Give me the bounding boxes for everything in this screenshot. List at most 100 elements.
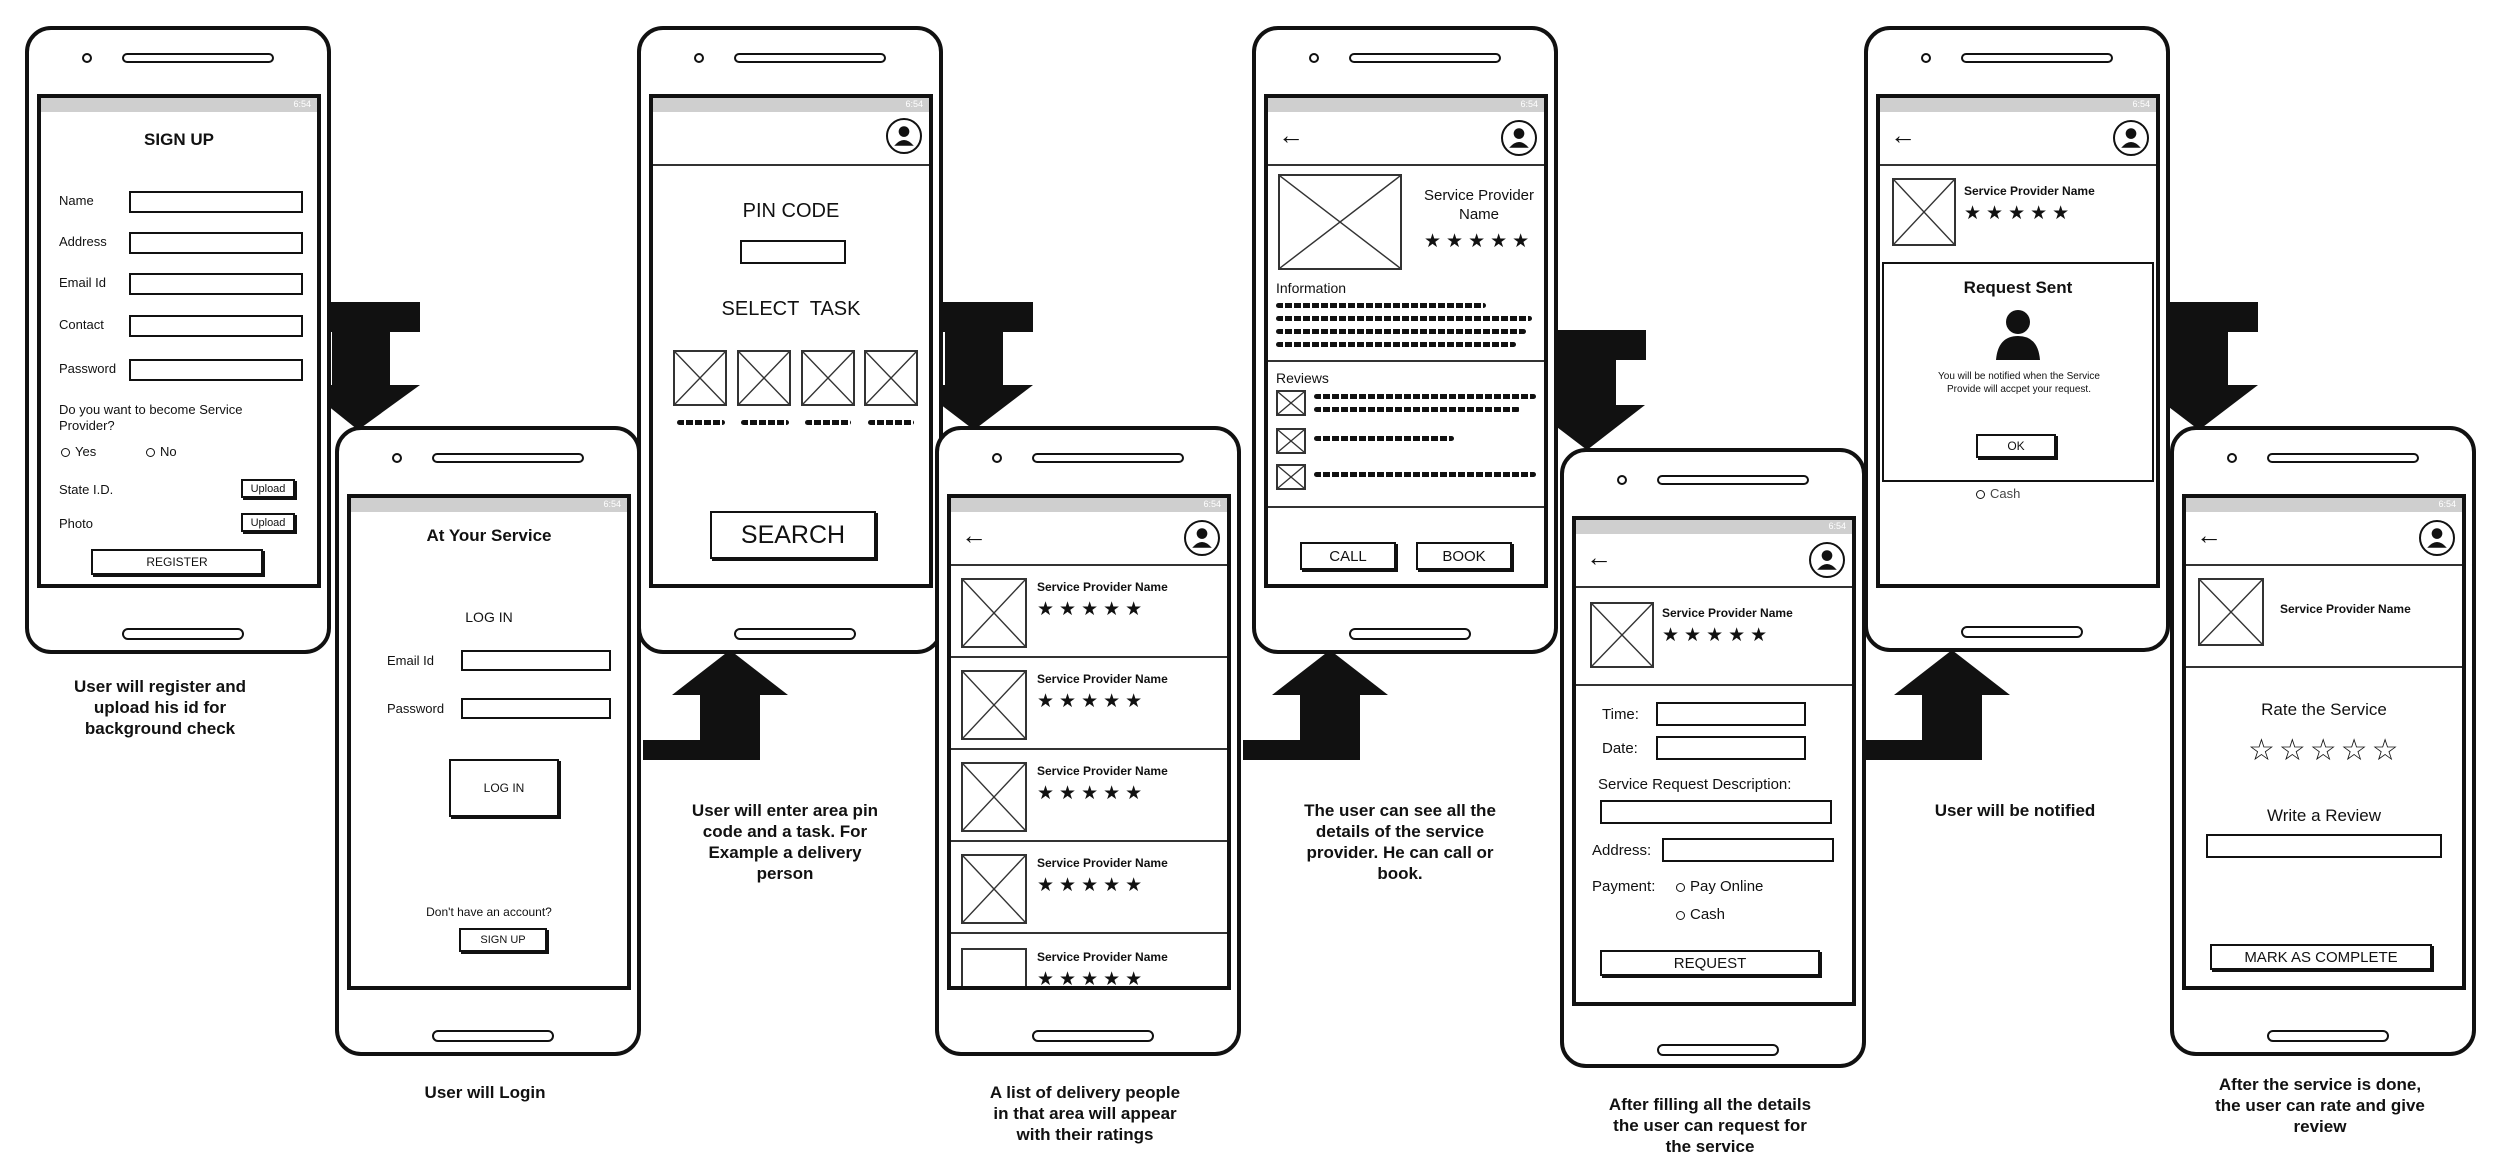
password-input[interactable] xyxy=(129,359,303,381)
name-input[interactable] xyxy=(129,191,303,213)
upload-photo-button[interactable]: Upload xyxy=(241,513,295,532)
list-item[interactable]: Service Provider Name ★★★★★ xyxy=(951,568,1227,658)
cash-radio-partial: Cash xyxy=(1976,486,2020,501)
search-screen: 6:54 PIN CODE SELECT TASK SEARCH xyxy=(649,94,933,588)
signup-link-button[interactable]: SIGN UP xyxy=(459,928,547,952)
login-password-label: Password xyxy=(387,701,445,716)
notified-screen: 6:54 ← Service Provider Name ★★★★★ Reque… xyxy=(1876,94,2160,588)
login-button[interactable]: LOG IN xyxy=(449,759,559,817)
login-screen: 6:54 At Your Service LOG IN Email Id Pas… xyxy=(347,494,631,990)
signup-title: SIGN UP xyxy=(144,130,214,149)
list-item[interactable]: Service Provider Name ★★★★★ xyxy=(951,936,1227,986)
request-sent-dialog: Request Sent You will be notified when t… xyxy=(1882,262,2154,482)
phone-rate: 6:54 ← Service Provider Name Rate the Se… xyxy=(2170,426,2476,1056)
description-label: Service Request Description: xyxy=(1598,776,1792,793)
phone-details: 6:54 ← Service Provider Name ★★★★★ Infor… xyxy=(1252,26,1558,654)
payment-label: Payment: xyxy=(1592,878,1656,895)
provider-photo xyxy=(1278,174,1402,270)
ok-button[interactable]: OK xyxy=(1976,434,2056,458)
time-label: Time: xyxy=(1602,706,1639,723)
contact-label: Contact xyxy=(59,317,104,332)
back-arrow-icon[interactable]: ← xyxy=(1890,120,1916,150)
rating-stars: ★★★★★ xyxy=(1037,691,1148,712)
rate-label: Rate the Service xyxy=(2261,700,2387,719)
date-input[interactable] xyxy=(1656,736,1806,760)
profile-avatar-icon[interactable] xyxy=(886,118,922,154)
review-input[interactable] xyxy=(2206,834,2442,858)
task-option-4[interactable] xyxy=(864,350,918,406)
email-input[interactable] xyxy=(129,273,303,295)
arrow-4 xyxy=(1243,650,1388,760)
task-option-3[interactable] xyxy=(801,350,855,406)
upload-id-button[interactable]: Upload xyxy=(241,479,295,498)
mark-complete-button[interactable]: MARK AS COMPLETE xyxy=(2210,944,2432,970)
pin-code-label: PIN CODE xyxy=(742,200,840,222)
name-label: Name xyxy=(59,193,94,208)
login-password-input[interactable] xyxy=(461,698,611,719)
date-label: Date: xyxy=(1602,740,1638,757)
register-button[interactable]: REGISTER xyxy=(91,549,263,575)
phone-login: 6:54 At Your Service LOG IN Email Id Pas… xyxy=(335,426,641,1056)
provider-name: Service Provider Name xyxy=(1662,606,1793,620)
no-radio[interactable]: No xyxy=(146,444,177,459)
list-item[interactable]: Service Provider Name ★★★★★ xyxy=(951,844,1227,934)
address-input[interactable] xyxy=(129,232,303,254)
back-arrow-icon[interactable]: ← xyxy=(1278,120,1304,150)
address-input[interactable] xyxy=(1662,838,1834,862)
phone-search: 6:54 PIN CODE SELECT TASK SEARCH xyxy=(637,26,943,654)
request-button[interactable]: REQUEST xyxy=(1600,950,1820,976)
profile-avatar-icon[interactable] xyxy=(1184,520,1220,556)
provider-name: Service Provider Name xyxy=(1037,672,1168,686)
cash-radio[interactable]: Cash xyxy=(1676,906,1725,923)
provider-name: Service Provider Name xyxy=(1037,856,1168,870)
time-input[interactable] xyxy=(1656,702,1806,726)
provider-name: Service Provider Name xyxy=(1037,764,1168,778)
list-item[interactable]: Service Provider Name ★★★★★ xyxy=(951,660,1227,750)
reviewer-avatar xyxy=(1276,390,1306,416)
back-arrow-icon[interactable]: ← xyxy=(1586,542,1612,572)
provider-photo xyxy=(2198,578,2264,646)
caption-request: After filling all the details the user c… xyxy=(1608,1095,1812,1156)
pin-code-input[interactable] xyxy=(740,240,846,264)
caption-details: The user can see all the details of the … xyxy=(1304,801,1496,883)
details-screen: 6:54 ← Service Provider Name ★★★★★ Infor… xyxy=(1264,94,1548,588)
profile-avatar-icon[interactable] xyxy=(1809,542,1845,578)
caption-list: A list of delivery people in that area w… xyxy=(989,1083,1181,1144)
task-option-1[interactable] xyxy=(673,350,727,406)
back-arrow-icon[interactable]: ← xyxy=(2196,520,2222,550)
profile-avatar-icon[interactable] xyxy=(2419,520,2455,556)
call-button[interactable]: CALL xyxy=(1300,542,1396,570)
empty-rating-stars[interactable]: ☆☆☆☆☆ xyxy=(2248,734,2403,767)
back-arrow-icon[interactable]: ← xyxy=(961,520,987,550)
rate-screen: 6:54 ← Service Provider Name Rate the Se… xyxy=(2182,494,2466,990)
provider-photo xyxy=(1892,178,1956,246)
phone-request: 6:54 ← Service Provider Name ★★★★★ Time:… xyxy=(1560,448,1866,1068)
caption-notified: User will be notified xyxy=(1934,801,2096,820)
description-input[interactable] xyxy=(1600,800,1832,824)
provider-name: Service Provider Name xyxy=(1037,580,1168,594)
provider-name: Service Provider Name xyxy=(2280,602,2411,616)
arrow-2 xyxy=(643,650,788,760)
book-button[interactable]: BOOK xyxy=(1416,542,1512,570)
reviews-heading: Reviews xyxy=(1276,370,1329,386)
information-heading: Information xyxy=(1276,280,1347,296)
write-review-label: Write a Review xyxy=(2267,806,2381,825)
contact-input[interactable] xyxy=(129,315,303,337)
photo-label: Photo xyxy=(59,516,93,531)
profile-avatar-icon[interactable] xyxy=(2113,120,2149,156)
provider-question: Do you want to become Service Provider? xyxy=(59,402,243,433)
phone-signup: 6:54 SIGN UP Name Address Email Id Conta… xyxy=(25,26,331,654)
profile-avatar-icon[interactable] xyxy=(1501,120,1537,156)
state-id-label: State I.D. xyxy=(59,482,114,497)
login-email-input[interactable] xyxy=(461,650,611,671)
yes-radio[interactable]: Yes xyxy=(61,444,96,459)
task-option-2[interactable] xyxy=(737,350,791,406)
no-account-text: Don't have an account? xyxy=(426,905,552,919)
search-button[interactable]: SEARCH xyxy=(710,511,876,559)
select-task-label: SELECT TASK xyxy=(721,298,861,320)
list-item[interactable]: Service Provider Name ★★★★★ xyxy=(951,752,1227,842)
rating-stars: ★★★★★ xyxy=(1037,599,1148,620)
caption-signup: User will register and upload his id for… xyxy=(74,677,246,738)
pay-online-radio[interactable]: Pay Online xyxy=(1676,878,1763,895)
